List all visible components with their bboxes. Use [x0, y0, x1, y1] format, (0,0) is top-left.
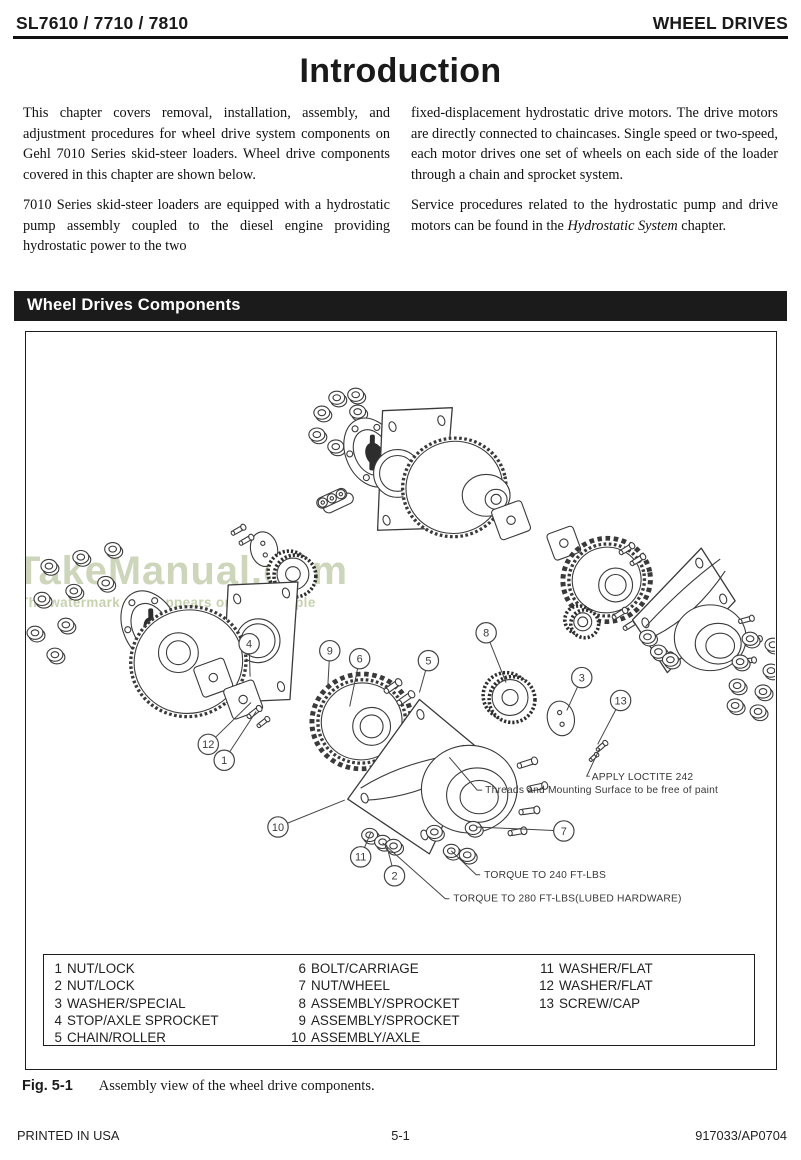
callout-number: 9 [327, 645, 333, 657]
intro-paragraph-1: This chapter covers removal, installatio… [23, 105, 390, 184]
callout-number: 4 [246, 639, 252, 651]
callout-balloon-2 [383, 865, 406, 887]
callout-number: 6 [357, 653, 363, 665]
intro-paragraph-3: fixed-displacement hydrostatic drive mot… [411, 105, 778, 184]
annotation-leader [448, 756, 483, 791]
callout-balloon-7 [553, 820, 575, 842]
annotation-text: TORQUE TO 240 FT-LBS [484, 870, 606, 881]
callout-number: 11 [355, 852, 366, 864]
italic-chapter-reference: Hydrostatic System [567, 217, 678, 234]
callout-balloon-8 [475, 622, 497, 644]
callout-balloon-10 [267, 816, 289, 838]
footer-printed-in: PRINTED IN USA [17, 1128, 120, 1143]
callout-balloon-12 [197, 733, 220, 756]
callout-balloon-9 [319, 639, 341, 662]
callout-number: 8 [483, 628, 489, 640]
footer-document-number: 917033/AP0704 [695, 1128, 787, 1143]
intro-paragraph-2: 7010 Series skid-steer loaders are equip… [23, 196, 390, 255]
callout-balloon-1 [213, 749, 235, 772]
figure-label: Fig. 5-1 [22, 1078, 73, 1094]
balloon-leader [476, 826, 564, 832]
callout-balloon-3 [571, 666, 593, 689]
section-banner: Wheel Drives Components [14, 291, 787, 321]
annotation-text: APPLY LOCTITE 242 [592, 772, 694, 783]
intro-right-column: fixed-displacement hydrostatic drive mot… [411, 103, 778, 245]
callout-number: 1 [221, 755, 227, 767]
header-model-numbers: SL7610 / 7710 / 7810 [16, 13, 189, 33]
footer-page-number: 5-1 [391, 1128, 410, 1143]
annotation-text: TORQUE TO 280 FT-LBS(LUBED HARDWARE) [453, 894, 681, 905]
balloon-leader [277, 799, 345, 828]
page-title: Introduction [299, 52, 502, 90]
callout-number: 5 [425, 655, 431, 667]
intro-left-column: This chapter covers removal, installatio… [23, 103, 390, 266]
section-banner-label: Wheel Drives Components [27, 296, 241, 314]
annotation-leader [450, 850, 481, 876]
callout-number: 10 [272, 822, 284, 834]
header-rule [13, 36, 788, 39]
callout-balloon-5 [417, 649, 440, 672]
callout-number: 13 [615, 695, 627, 707]
callout-number: 2 [391, 871, 397, 883]
callout-balloon-11 [349, 846, 372, 868]
callout-balloon-6 [348, 647, 371, 670]
figure-caption: Fig. 5-1 Assembly view of the wheel drive… [22, 1078, 375, 1095]
annotation-leader [382, 842, 450, 900]
callout-balloon-13 [609, 689, 632, 712]
header-chapter-title: WHEEL DRIVES [652, 13, 788, 33]
intro-paragraph-4: Service procedures related to the hydros… [411, 196, 778, 234]
callout-number: 3 [579, 672, 585, 684]
callout-number: 7 [561, 826, 567, 838]
annotation-leader [585, 748, 601, 777]
annotation-text: Threads and Mounting Surface to be free … [485, 785, 718, 796]
callout-balloon-4 [238, 632, 260, 655]
figure-caption-text: Assembly view of the wheel drive compone… [98, 1078, 375, 1094]
callout-number: 12 [202, 739, 214, 751]
